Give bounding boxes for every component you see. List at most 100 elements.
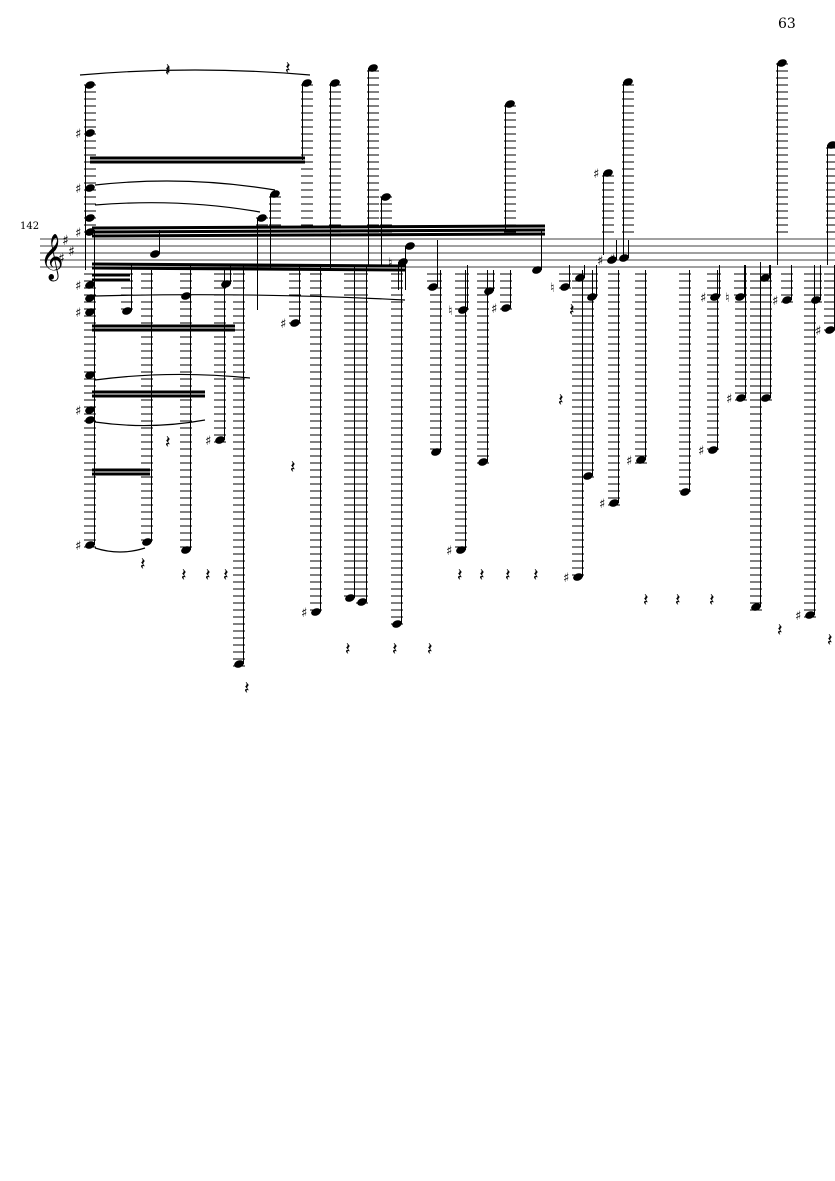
notehead [619,254,629,262]
tie [94,547,146,553]
notehead [456,546,466,554]
notehead [85,294,95,302]
quarter-rest-icon: 𝄽 [457,565,463,586]
natural-icon: ♮ [550,281,555,296]
sharp-icon: ♯ [597,254,603,269]
sharp-icon: ♯ [815,324,821,339]
sharp-icon: ♯ [593,167,599,182]
sharp-icon: ♯ [491,302,497,317]
notehead [85,371,95,379]
notehead [532,266,542,274]
notehead [428,283,438,291]
quarter-rest-icon: 𝄽 [558,390,564,411]
rests: 𝄽𝄽𝄽𝄽𝄽𝄽𝄽𝄽𝄽𝄽𝄽𝄽𝄽𝄽𝄽𝄽𝄽𝄽𝄽𝄽𝄽𝄽𝄾𝄽 [140,58,833,699]
notehead [357,598,367,606]
sharp-icon: ♯ [700,291,706,306]
quarter-rest-icon: 𝄽 [392,639,398,660]
ties [79,69,406,553]
notehead [751,603,761,611]
sharp-icon: ♯ [75,539,81,554]
tie [94,294,406,301]
notehead [85,416,95,424]
tie [94,180,276,191]
notehead [270,190,280,198]
sharp-icon: ♯ [626,454,632,469]
beam [91,266,406,272]
notehead [458,306,468,314]
sharp-icon: ♯ [75,127,81,142]
sharp-icon: ♯ [609,252,615,267]
notehead [505,100,515,108]
notehead [405,242,415,250]
notehead [478,458,488,466]
notehead [680,488,690,496]
quarter-rest-icon: 𝄽 [569,300,575,321]
notehead [85,281,95,289]
quarter-rest-icon: 𝄽 [140,554,146,575]
notehead [805,611,815,619]
treble-clef-icon: 𝄞 [40,234,64,282]
notehead [583,472,593,480]
notehead [736,394,746,402]
notehead [782,296,792,304]
sharp-icon: ♯ [446,544,452,559]
quarter-rest-icon: 𝄽 [285,58,291,79]
quarter-rest-icon: 𝄽 [533,565,539,586]
sharp-icon: ♯ [75,404,81,419]
quarter-rest-icon: 𝄽 [777,620,783,641]
notehead [311,608,321,616]
notehead [150,250,160,258]
notehead [431,448,441,456]
quarter-rest-icon: 𝄽 [643,590,649,611]
sharp-icon: ♯ [301,606,307,621]
quarter-rest-icon: 𝄽 [205,565,211,586]
notehead [575,274,585,282]
notehead [181,546,191,554]
notehead [636,456,646,464]
sharp-icon: ♯ [75,306,81,321]
tie [94,373,251,381]
notehead [398,258,408,266]
quarter-rest-icon: 𝄽 [427,639,433,660]
sharp-icon: ♯ [75,182,81,197]
notehead [85,406,95,414]
stems [85,63,835,664]
page-number: 63 [778,16,796,32]
notehead [85,184,95,192]
notehead [234,660,244,668]
quarter-rest-icon: 𝄽 [165,432,171,453]
notehead [607,256,617,264]
sharp-icon: ♯ [58,251,65,267]
quarter-rest-icon: 𝄽 [675,590,681,611]
notehead [85,129,95,137]
notehead [501,304,511,312]
measure-number: 142 [20,221,40,232]
sharp-icon: ♯ [75,279,81,294]
notehead [381,193,391,201]
notehead [85,214,95,222]
sharp-icon: ♯ [599,497,605,512]
beam [91,228,546,234]
notehead [708,446,718,454]
quarter-rest-icon: 𝄽 [181,565,187,586]
eighth-rest-icon: 𝄾 [166,61,170,80]
notehead [345,594,355,602]
notehead [85,541,95,549]
sharp-icon: ♯ [772,294,778,309]
key-signature: ♯♯♯ [58,233,75,267]
beam [91,232,546,238]
sharp-icon: ♯ [795,609,801,624]
notehead [302,79,312,87]
notehead [215,436,225,444]
natural-icon: ♮ [725,291,730,306]
notehead [484,287,494,295]
quarter-rest-icon: 𝄽 [223,565,229,586]
notehead [603,169,613,177]
beams [90,156,546,476]
noteheads: ♯♯♯♯♯♯♯♯♯♯♮♮♯♯♮♯♯♯♯♯♯♯♯♮♯♯♯♯ [75,59,835,668]
notehead [760,274,770,282]
notehead [85,308,95,316]
notehead [623,78,633,86]
notehead [85,228,95,236]
